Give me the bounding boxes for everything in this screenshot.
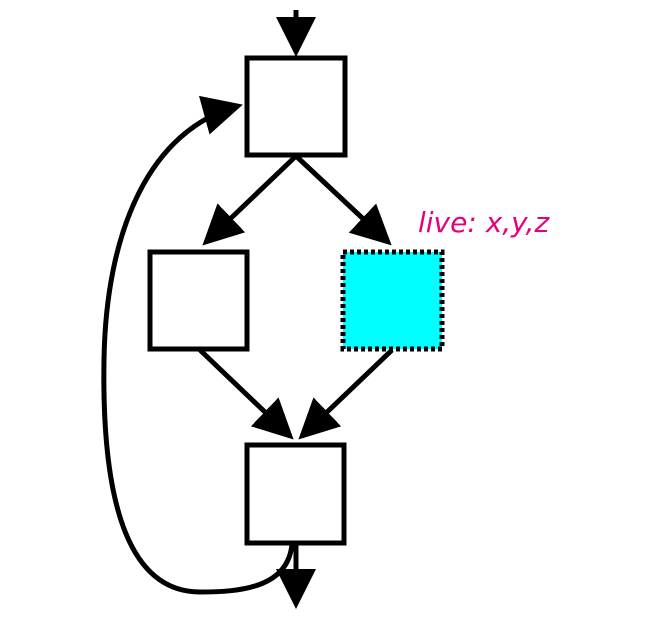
edge-entry-to-left [202, 154, 298, 246]
edge-entry-to-right [294, 154, 392, 246]
entry-block [244, 55, 348, 158]
left-block [147, 249, 250, 352]
join-block [244, 442, 347, 546]
edge-left-to-join [198, 348, 294, 440]
right-block-highlighted [340, 249, 445, 352]
edge-right-to-join [298, 348, 394, 440]
live-variables-label: live: x,y,z [418, 206, 550, 239]
back-edge-loop [101, 95, 295, 595]
